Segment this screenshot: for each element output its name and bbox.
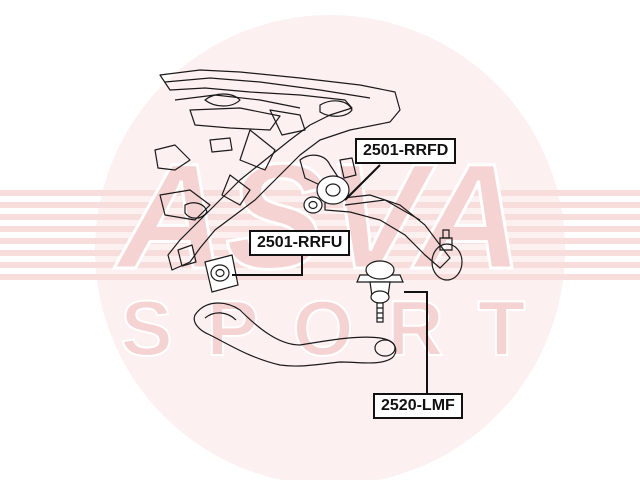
bushing-rrfd-drawing (303, 175, 350, 214)
callout-2520-lmf: 2520-LMF (373, 393, 463, 419)
watermark-logo: ASVA SPORT (0, 15, 640, 480)
callout-2501-rrfd: 2501-RRFD (355, 138, 457, 164)
ball-joint-lmf-drawing (356, 260, 404, 323)
bushing-rrfu-drawing (204, 254, 239, 293)
callout-2501-rrfu: 2501-RRFU (249, 230, 351, 256)
lower-control-arm (193, 302, 397, 367)
leader-lines (232, 164, 428, 393)
upper-control-arm (324, 194, 463, 281)
leader-line-rrfd (344, 164, 381, 201)
leader-line-rrfu (232, 255, 303, 276)
leader-line-lmf (404, 291, 428, 393)
watermark-sub-text: SPORT (121, 284, 560, 372)
subframe-drawing (154, 69, 401, 271)
